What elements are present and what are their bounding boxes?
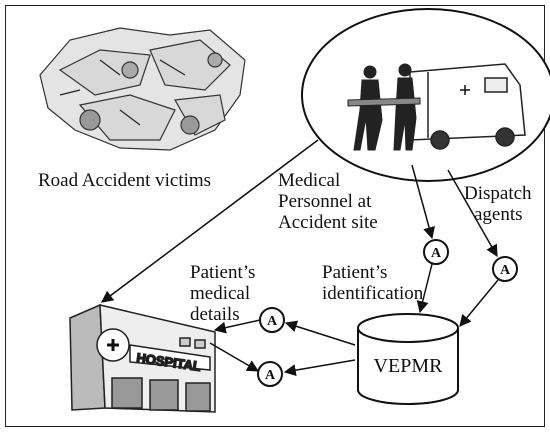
agent-circle-dispatch: A <box>492 256 518 282</box>
agent-circle-lower: A <box>257 361 283 387</box>
agent-label: A <box>500 263 511 278</box>
arrow-vepmr-to-agent-medical <box>284 320 356 346</box>
vepmr-label: VEPMR <box>374 355 444 377</box>
car-wreck-image <box>39 27 246 151</box>
label-patient-medical-line2: medical <box>190 283 250 304</box>
ambulance-image <box>409 63 526 150</box>
arrow-ellipse-to-hospital <box>101 139 319 303</box>
label-dispatch-line1: Dispatch <box>464 183 532 204</box>
label-patient-medical-line3: details <box>190 304 240 325</box>
arrow-vepmr-to-agent-lower <box>283 359 356 377</box>
flow-arrows <box>101 139 499 377</box>
arrow-agent-to-hospital-upper <box>213 319 261 334</box>
label-patient-medical-line1: Patient’s <box>190 262 255 283</box>
agent-circle-identification: A <box>423 239 449 265</box>
label-dispatch-line2: agents <box>474 204 523 225</box>
arrow-agent-to-vepmr-dispatch <box>459 279 499 327</box>
label-patient-identification-line1: Patient’s <box>322 262 387 283</box>
hospital-image: HOSPITAL <box>69 303 216 413</box>
label-road-accident-victims: Road Accident victims <box>38 170 211 191</box>
label-medical-personnel-line3: Accident site <box>278 212 378 233</box>
agent-label: A <box>431 246 442 261</box>
agent-circle-medical-details: A <box>259 307 285 333</box>
arrow-agent-to-vepmr-identification <box>416 263 433 314</box>
arrow-hospital-to-agent-lower <box>209 342 260 372</box>
label-medical-personnel-line1: Medical <box>278 170 340 191</box>
vepmr-database: VEPMR <box>357 313 459 405</box>
label-patient-identification-line2: identification <box>322 283 424 304</box>
agent-label: A <box>265 368 276 383</box>
arrow-ellipse-to-agent-identification <box>411 164 435 240</box>
medical-personnel-image <box>347 63 421 151</box>
label-medical-personnel-line2: Personnel at <box>278 191 372 212</box>
arrow-ellipse-to-agent-dispatch <box>447 169 498 258</box>
agent-label: A <box>267 314 278 329</box>
